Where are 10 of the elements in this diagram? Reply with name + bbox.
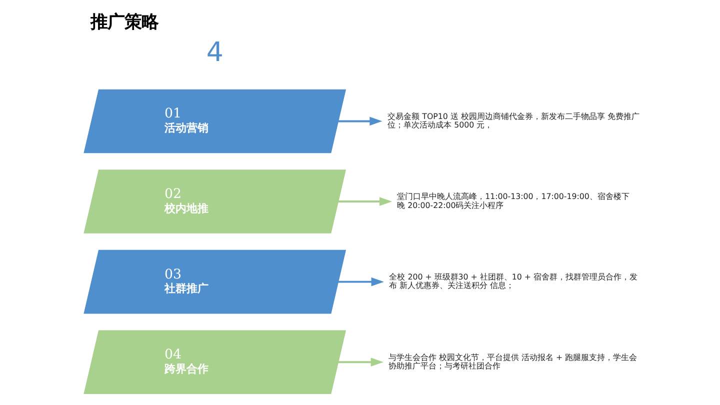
arrow [338,197,392,206]
node-text: 交易金额 TOP10 送 校园周边商铺代金券，新发布二手物品享 免费推广位；单次活动成本 5000 元， [387,112,639,130]
arrow [338,116,382,126]
label: 4 [206,37,223,68]
arrow [338,358,383,367]
node-text: 堂门口早中晚人流高峰，11:00-13:00，17:00-19:00、宿舍楼下晚 20:00-22:00码关注小程序 [396,192,629,210]
node-text: 与学生会合作 校园文化节，平台提供 活动报名 + 跑腿服支持，学生会协助推广平台；与考研社团合作 [388,352,637,370]
node-text: 全校 200 + 班级群30 + 社团群、10 + 宿舍群，找群管理员合作，发布 新人优惠券、关注送积分 信息； [388,272,637,290]
diagram-title: 推广策略 [90,12,158,33]
arrow [338,277,384,286]
